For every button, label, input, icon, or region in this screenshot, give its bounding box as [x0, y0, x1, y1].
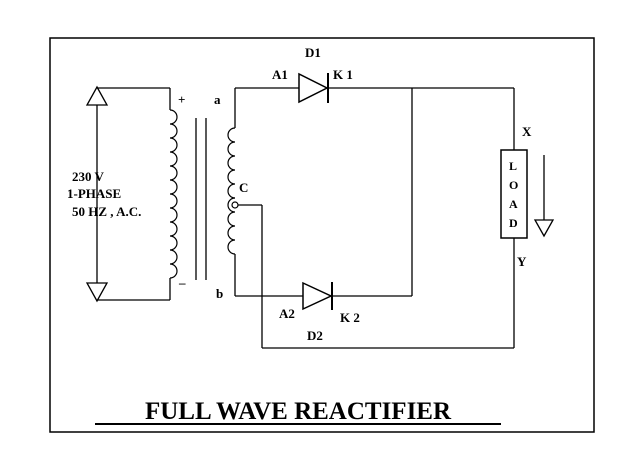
wire-k1-to-load: [328, 87, 515, 150]
diode-d2-anode: A2: [279, 306, 295, 321]
diode-d2-symbol: [302, 281, 333, 311]
diode-d2-cathode: K 2: [340, 310, 360, 325]
tap-b-label: b: [216, 286, 223, 301]
load-terminal-x: X: [522, 124, 532, 139]
current-direction-arrow: [533, 155, 555, 238]
diode-d1-symbol: [298, 72, 329, 104]
diode-d1-name: D1: [305, 45, 321, 60]
source-phase-label: 1-PHASE: [67, 186, 121, 201]
source-voltage-label: 230 V: [72, 169, 105, 184]
diode-d1-anode: A1: [272, 67, 288, 82]
primary-minus-label: –: [178, 275, 186, 290]
transformer-core: [195, 118, 207, 280]
load-letter-a: A: [509, 197, 518, 211]
load-letter-d: D: [509, 216, 518, 230]
center-tap-wire: [231, 201, 514, 349]
diagram-title: FULL WAVE REACTIFIER: [145, 398, 452, 425]
wire-k2-junction: [332, 88, 413, 297]
source-frequency-label: 50 HZ , A.C.: [72, 204, 141, 219]
load-letter-o: O: [509, 178, 518, 192]
load-terminal-y: Y: [517, 254, 527, 269]
load-letter-l: L: [509, 159, 517, 173]
tap-a-label: a: [214, 92, 221, 107]
ac-source-arrow: [85, 85, 170, 303]
diagram-border: [49, 37, 595, 433]
center-tap-label: C: [239, 180, 248, 195]
transformer-secondary-winding: [227, 88, 236, 296]
diode-d2-name: D2: [307, 328, 323, 343]
primary-plus-label: +: [178, 92, 185, 107]
transformer-primary-winding: [169, 88, 178, 300]
diode-d1-cathode: K 1: [333, 67, 353, 82]
